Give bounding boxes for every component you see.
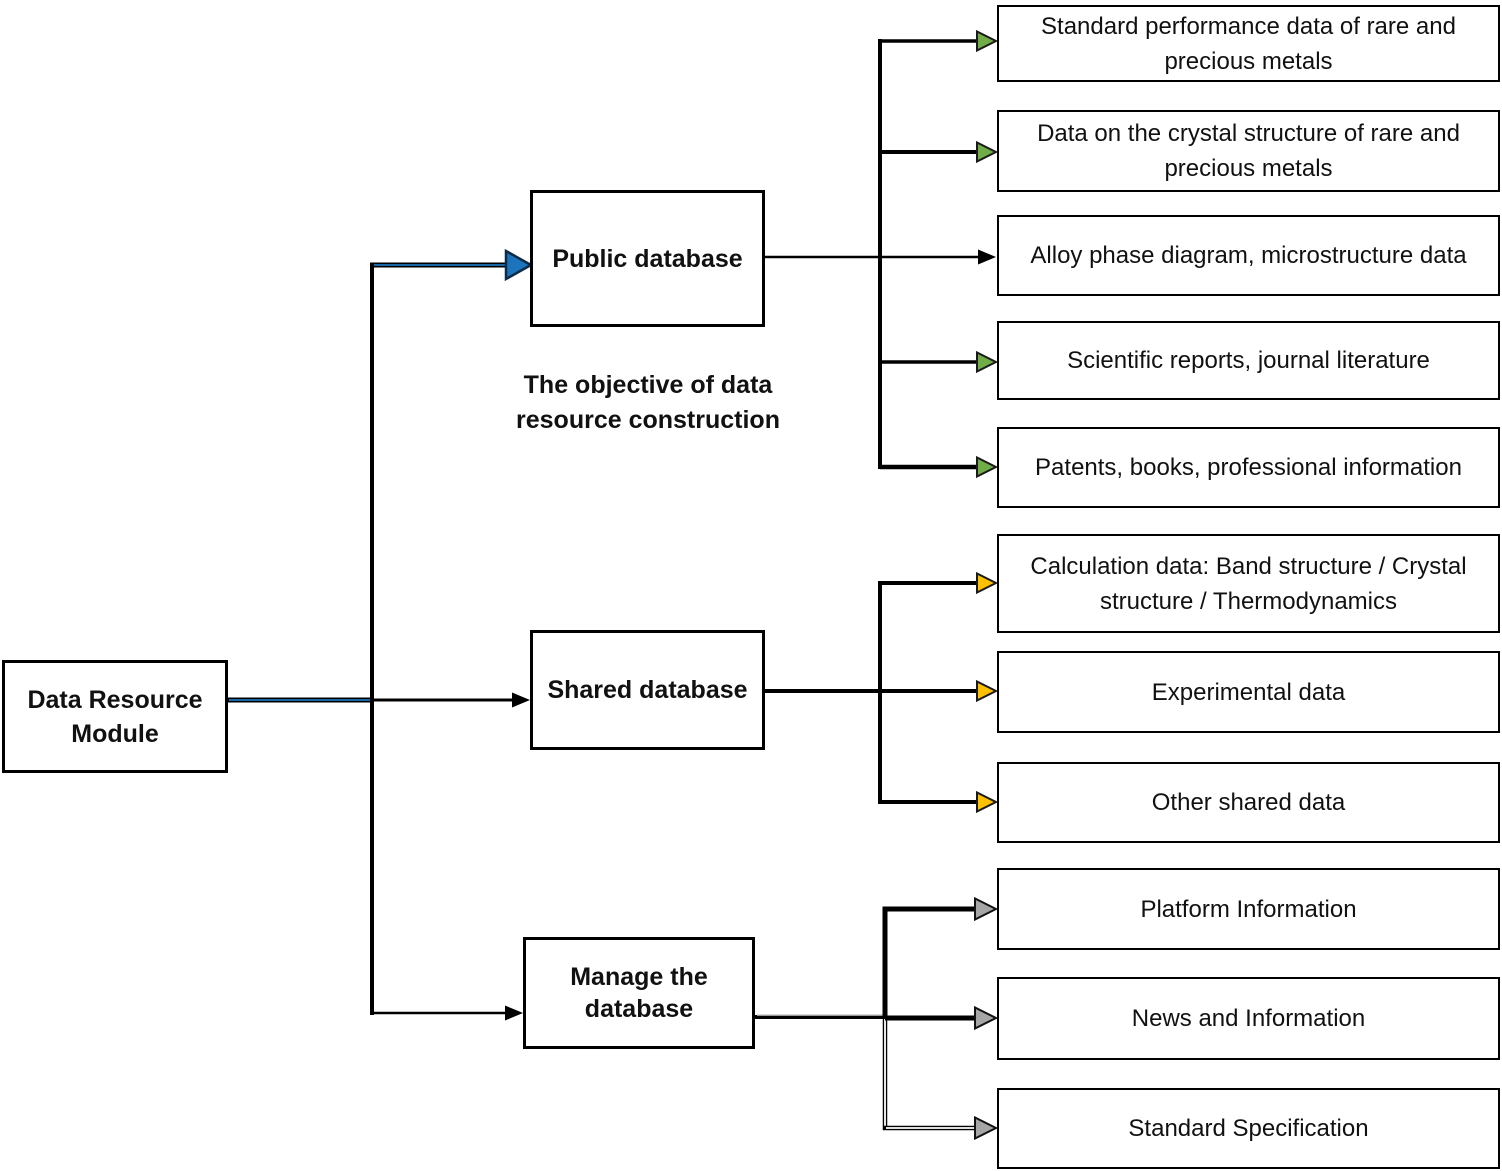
manage-arrowhead-black bbox=[505, 1005, 523, 1021]
manage-database-label: Manage the database bbox=[570, 963, 708, 1023]
shared-arrowhead-black bbox=[512, 692, 530, 708]
leaf-label: Patents, books, professional information bbox=[1035, 454, 1462, 481]
leaf-standard-performance-data: Standard performance data of rare and pr… bbox=[997, 5, 1500, 82]
public-leaf4-arrowhead-green bbox=[976, 350, 999, 374]
root-label: Data Resource Module bbox=[27, 685, 203, 748]
leaf-label: Data on the crystal structure of rare an… bbox=[1037, 120, 1460, 182]
public-leaf2-arrowhead-green bbox=[976, 140, 999, 164]
shared-leaf1-arrowhead-gold bbox=[976, 571, 999, 595]
leaf-calculation-data: Calculation data: Band structure / Cryst… bbox=[997, 534, 1500, 633]
shared-leaf2-arrowhead-gold bbox=[976, 679, 999, 703]
public-leaf3-arrowhead-black bbox=[978, 249, 996, 265]
leaf-label: Standard Specification bbox=[1128, 1115, 1369, 1142]
manage-database-box: Manage the database bbox=[523, 937, 755, 1049]
leaf-platform-information: Platform Information bbox=[997, 868, 1500, 950]
leaf-label: Other shared data bbox=[1151, 789, 1346, 816]
manage-leaf3-arrowhead-gray bbox=[974, 1115, 999, 1141]
public-database-label: Public database bbox=[552, 244, 743, 273]
leaf-label: Experimental data bbox=[1151, 678, 1346, 706]
public-leaf1-arrowhead-green bbox=[976, 29, 999, 53]
leaf-standard-specification: Standard Specification bbox=[997, 1088, 1500, 1169]
public-database-box: Public database bbox=[530, 190, 765, 327]
leaf-news-and-information: News and Information bbox=[997, 977, 1500, 1060]
manage-leaf1-arrowhead-gray bbox=[974, 896, 999, 922]
manage-leaf2-arrowhead-gray bbox=[974, 1005, 999, 1031]
root-box: Data Resource Module bbox=[2, 660, 228, 773]
leaf-label: Platform Information bbox=[1140, 895, 1357, 923]
leaf-scientific-reports: Scientific reports, journal literature bbox=[997, 321, 1500, 400]
shared-database-label: Shared database bbox=[547, 676, 748, 704]
leaf-crystal-structure-data: Data on the crystal structure of rare an… bbox=[997, 110, 1500, 192]
shared-database-box: Shared database bbox=[530, 630, 765, 750]
leaf-label: Standard performance data of rare and pr… bbox=[1041, 12, 1456, 75]
public-leaf5-arrowhead-green bbox=[976, 455, 999, 479]
leaf-patents-books: Patents, books, professional information bbox=[997, 427, 1500, 508]
leaf-label: Calculation data: Band structure / Cryst… bbox=[1030, 552, 1467, 615]
leaf-other-shared-data: Other shared data bbox=[997, 762, 1500, 843]
public-arrowhead-blue bbox=[504, 248, 534, 282]
leaf-label: News and Information bbox=[1131, 1005, 1366, 1032]
leaf-alloy-phase-diagram: Alloy phase diagram, microstructure data bbox=[997, 215, 1500, 296]
leaf-label: Alloy phase diagram, microstructure data bbox=[1030, 242, 1467, 269]
leaf-experimental-data: Experimental data bbox=[997, 651, 1500, 733]
diagram-caption: The objective of data resource construct… bbox=[516, 371, 780, 434]
shared-leaf3-arrowhead-gold bbox=[976, 790, 999, 814]
leaf-label: Scientific reports, journal literature bbox=[1067, 347, 1430, 374]
